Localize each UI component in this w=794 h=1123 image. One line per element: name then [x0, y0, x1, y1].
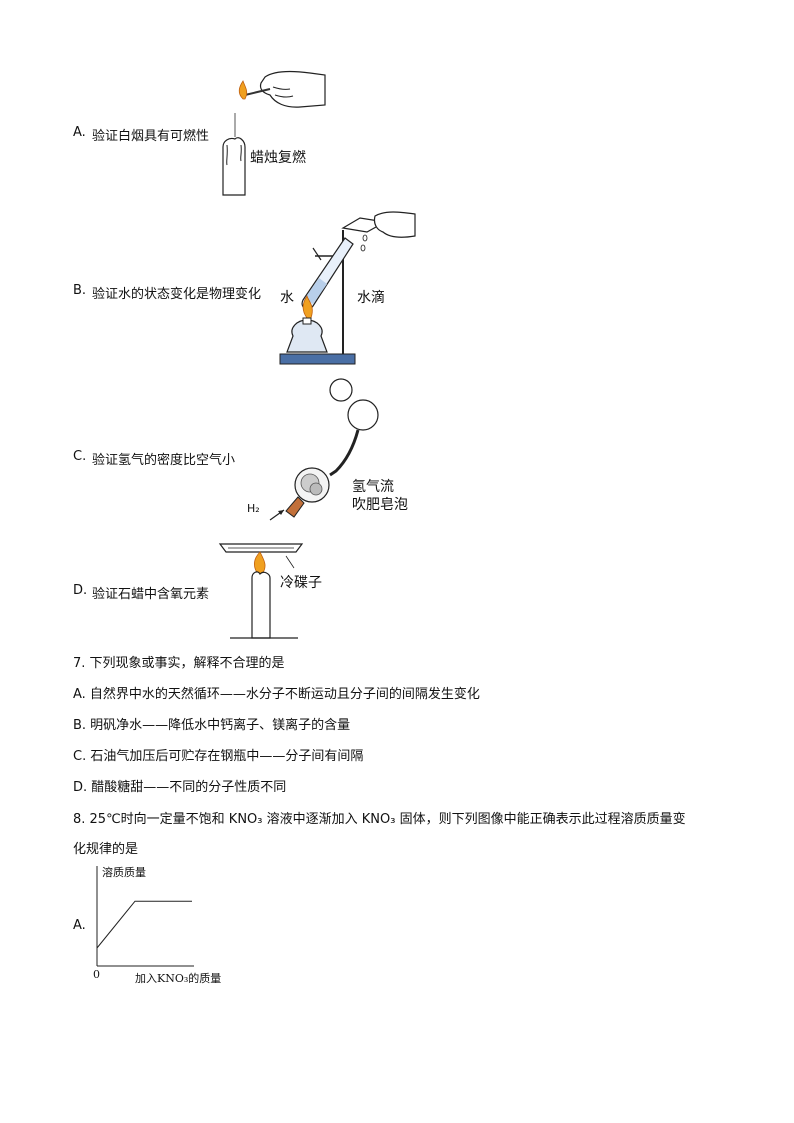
option-b-water-label: 水 — [280, 290, 294, 306]
q8-stem-line1: 8. 25℃时向一定量不饱和 KNO₃ 溶液中逐渐加入 KNO₃ 固体，则下列图… — [73, 812, 686, 827]
option-b-drop-label: 水滴 — [357, 290, 385, 306]
q8-stem-line2: 化规律的是 — [73, 842, 139, 857]
option-c-text: 验证氢气的密度比空气小 — [92, 453, 236, 468]
option-d-text: 验证石蜡中含氧元素 — [92, 587, 210, 602]
option-b-letter: B. — [73, 283, 87, 298]
q7-option-b: B. 明矾净水——降低水中钙离子、镁离子的含量 — [73, 718, 351, 733]
q8-chart-a — [96, 866, 194, 967]
option-c-label-line1: 氢气流 — [352, 479, 394, 495]
chart-xlabel: 加入KNO₃的质量 — [135, 972, 222, 985]
option-c-letter: C. — [73, 449, 87, 464]
chart-origin-label: 0 — [93, 968, 100, 981]
option-c-label-line2: 吹肥皂泡 — [352, 497, 408, 513]
flame-icon — [238, 80, 248, 100]
q7-option-d: D. 醋酸糖甜——不同的分子性质不同 — [73, 780, 287, 795]
option-a-text: 验证白烟具有可燃性 — [92, 129, 210, 144]
q7-stem: 7. 下列现象或事实，解释不合理的是 — [73, 656, 285, 671]
hand-icon — [373, 211, 416, 238]
option-a-label: 蜡烛复燃 — [250, 150, 306, 166]
series-line — [96, 900, 192, 949]
flame-icon — [302, 295, 313, 319]
hand-icon — [259, 70, 326, 108]
option-c-bubble-figure — [269, 378, 379, 521]
option-d-letter: D. — [73, 583, 88, 598]
option-b-text: 验证水的状态变化是物理变化 — [92, 287, 262, 302]
option-c-gas-label: H₂ — [247, 502, 260, 515]
q7-option-c: C. 石油气加压后可贮存在钢瓶中——分子间有间隔 — [73, 749, 364, 764]
chart-ylabel: 溶质质量 — [102, 866, 146, 879]
q8-option-a-letter: A. — [73, 918, 86, 933]
flame-icon — [254, 551, 266, 575]
option-b-heating-figure — [279, 211, 416, 365]
option-a-letter: A. — [73, 125, 86, 140]
q7-option-a: A. 自然界中水的天然循环——水分子不断运动且分子间的间隔发生变化 — [73, 687, 480, 702]
option-a-candle-figure — [222, 70, 326, 196]
option-d-candle-dish-figure — [218, 543, 304, 639]
option-d-label: 冷碟子 — [280, 575, 322, 591]
